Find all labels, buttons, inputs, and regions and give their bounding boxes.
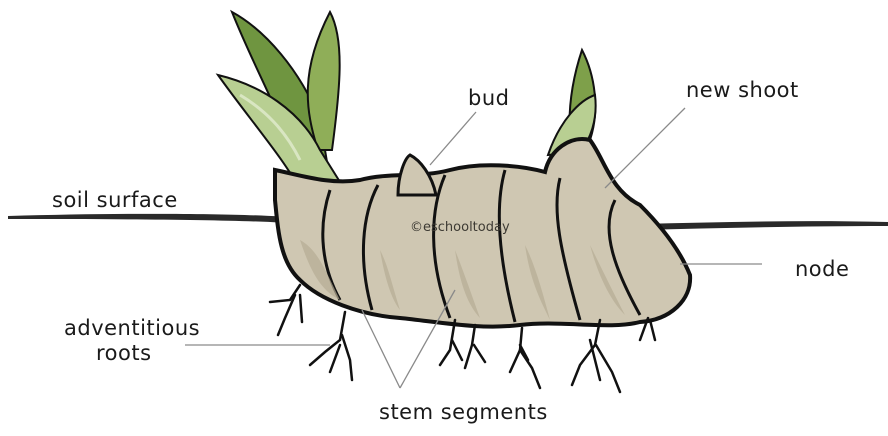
bud-shape — [398, 155, 436, 195]
label-adventitious: adventitious — [64, 316, 200, 340]
label-node: node — [795, 257, 849, 281]
new-shoot-leader — [605, 108, 685, 188]
bud-leader — [430, 112, 476, 165]
label-stem-segments: stem segments — [379, 400, 548, 424]
label-new-shoot: new shoot — [686, 78, 799, 102]
stem-leader-a — [362, 310, 400, 388]
label-roots: roots — [96, 341, 152, 365]
label-soil-surface: soil surface — [52, 188, 178, 212]
leaf-cluster-left — [218, 12, 345, 190]
watermark: ©eschooltoday — [410, 220, 510, 235]
label-bud: bud — [468, 86, 509, 110]
